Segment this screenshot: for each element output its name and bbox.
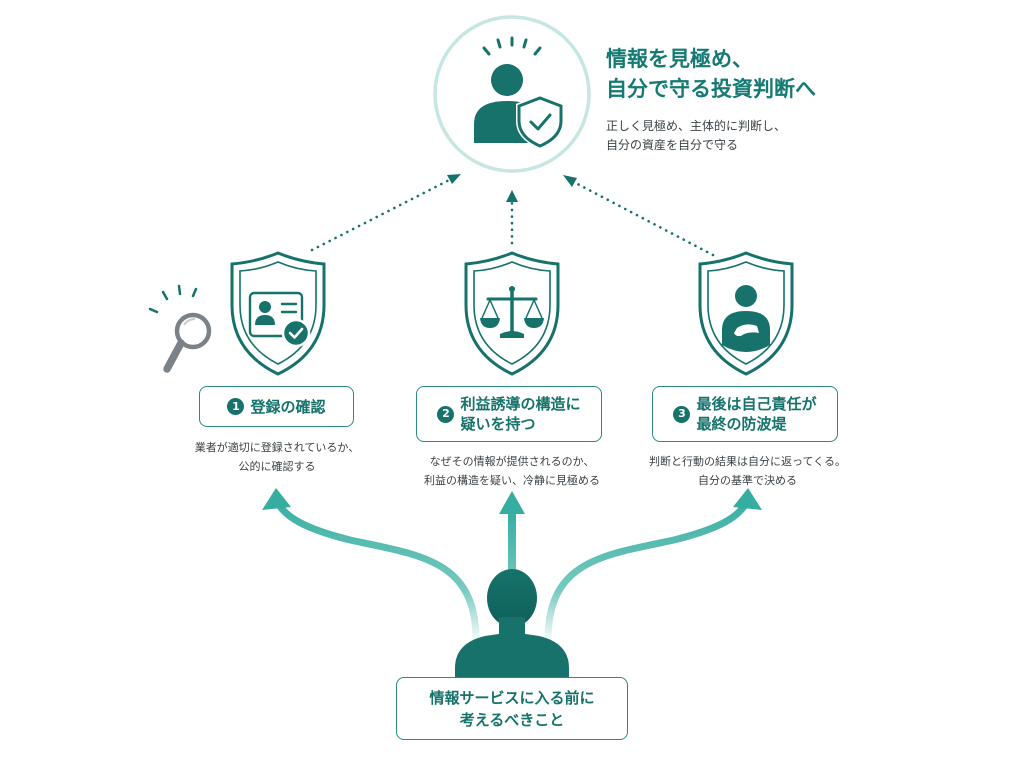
pillar-3-number-badge: 3 xyxy=(673,405,691,423)
pillar-2-label: 2 利益誘導の構造に 疑いを持つ xyxy=(416,386,602,442)
straight-arrow-center-head xyxy=(499,491,525,514)
pillar-1-label: 1 登録の確認 xyxy=(199,386,354,427)
pillar-2-label-line-2: 疑いを持つ xyxy=(460,415,536,433)
goal-description-line-2: 自分の資産を自分で守る xyxy=(606,138,739,152)
person-silhouette-icon xyxy=(455,569,569,680)
curved-arrow-right-head xyxy=(733,488,762,510)
dotted-arrow-left-head xyxy=(447,174,461,184)
pillar-3-description-line-1: 判断と行動の結果は自分に返ってくる。 xyxy=(649,455,846,468)
shield-2 xyxy=(464,251,560,376)
goal-title-line-2: 自分で守る投資判断へ xyxy=(606,77,816,101)
pillar-1-description-line-1: 業者が適切に登録されているか、 xyxy=(194,441,360,454)
pillar-3-label-line-2: 最終の防波堤 xyxy=(696,415,787,433)
sparkle-lines xyxy=(482,36,542,56)
curved-arrow-right xyxy=(544,496,752,641)
pillar-1-label-line-1: 登録の確認 xyxy=(250,397,326,416)
start-label-line-1: 情報サービスに入る前に xyxy=(429,688,595,707)
pillar-3-description: 判断と行動の結果は自分に返ってくる。 自分の基準で決める xyxy=(625,452,870,490)
pillar-3-label: 3 最後は自己責任が 最終の防波堤 xyxy=(652,386,838,442)
goal-description-line-1: 正しく見極め、主体的に判断し、 xyxy=(606,119,787,133)
dotted-arrow-right-head xyxy=(563,175,577,187)
pillar-2-description-line-1: なぜその情報が提供されるのか、 xyxy=(429,455,595,468)
curved-arrow-left-head xyxy=(262,488,291,510)
goal-icon xyxy=(433,15,591,173)
dotted-arrow-left xyxy=(310,175,457,252)
pillar-2-description-line-2: 利益の構造を疑い、冷静に見極める xyxy=(424,474,600,487)
pillar-1-number-badge: 1 xyxy=(227,398,245,415)
goal-title: 情報を見極め、 自分で守る投資判断へ xyxy=(606,44,816,104)
magnifier-icon xyxy=(148,284,212,373)
pillar-2-label-line-1: 利益誘導の構造に xyxy=(460,395,581,413)
pillar-3-label-line-1: 最後は自己責任が xyxy=(696,395,817,413)
dotted-arrow-center-head xyxy=(506,190,518,202)
pillar-2-number-badge: 2 xyxy=(437,405,455,423)
goal-description: 正しく見極め、主体的に判断し、 自分の資産を自分で守る xyxy=(606,117,786,155)
dotted-arrow-right xyxy=(568,178,715,257)
curved-arrow-left xyxy=(272,496,480,641)
start-label-line-2: 考えるべきこと xyxy=(459,710,565,729)
pillar-2-description: なぜその情報が提供されるのか、 利益の構造を疑い、冷静に見極める xyxy=(392,452,632,490)
start-label: 情報サービスに入る前に 考えるべきこと xyxy=(396,677,628,740)
shield-3 xyxy=(698,251,794,376)
pillar-1-description-line-2: 公的に確認する xyxy=(238,460,316,473)
goal-title-line-1: 情報を見極め、 xyxy=(606,47,753,71)
shield-1 xyxy=(230,251,326,376)
pillar-3-description-line-2: 自分の基準で決める xyxy=(698,474,797,487)
dotted-connectors xyxy=(310,174,715,257)
pillar-1-description: 業者が適切に登録されているか、 公的に確認する xyxy=(166,438,388,476)
